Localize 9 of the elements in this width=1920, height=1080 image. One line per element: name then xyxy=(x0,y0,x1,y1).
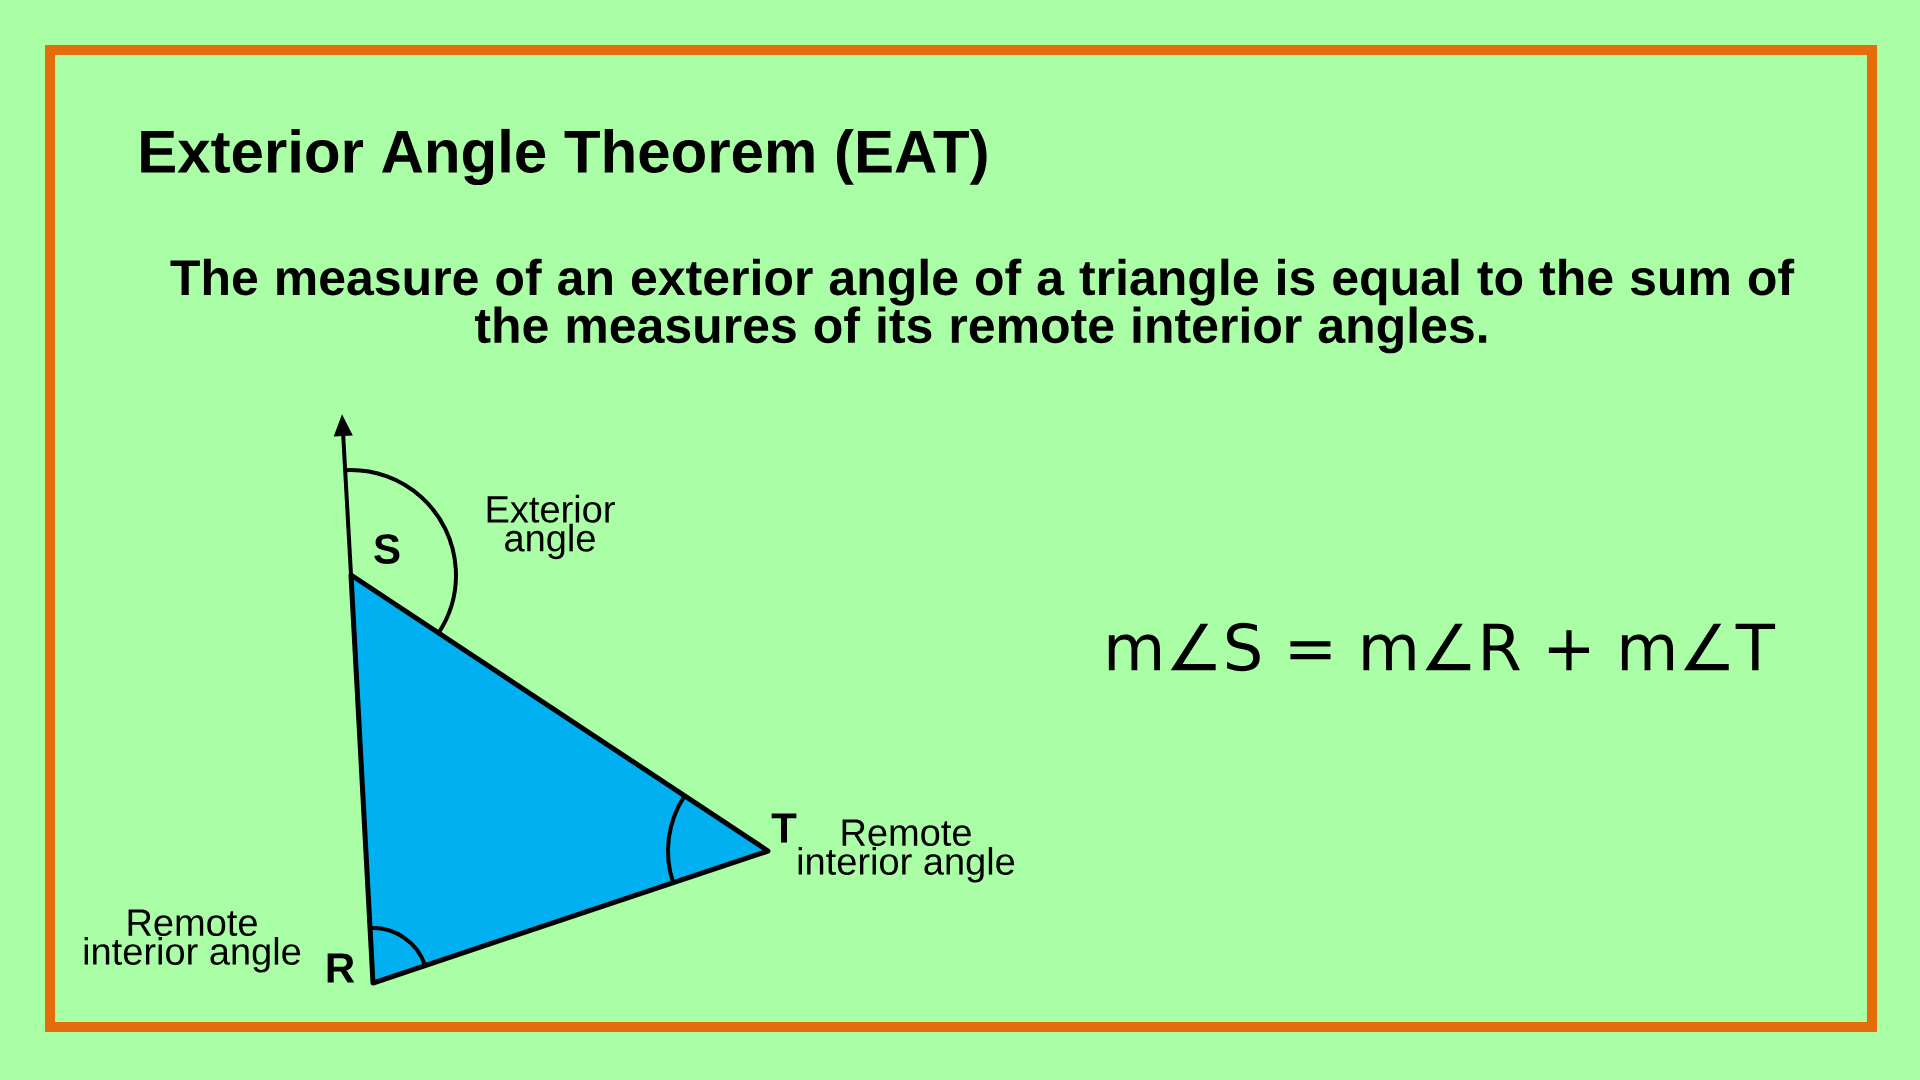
angle-label: Exterior angle xyxy=(487,494,615,560)
formula: m∠S = m∠R + m∠T xyxy=(1108,622,1776,672)
theorem-statement: The measure of an exterior angle of a triangle is equal to the sum of the measures of its remote interior angles. xyxy=(170,258,1795,354)
vertex-label: T xyxy=(771,813,797,843)
title: Exterior Angle Theorem (EAT) xyxy=(141,128,987,186)
vertex-label: S xyxy=(374,534,400,564)
vertex-label: R xyxy=(327,953,355,983)
angle-label: Remote interior angle xyxy=(84,909,301,973)
angle-label: Remote interior angle xyxy=(798,819,1015,883)
